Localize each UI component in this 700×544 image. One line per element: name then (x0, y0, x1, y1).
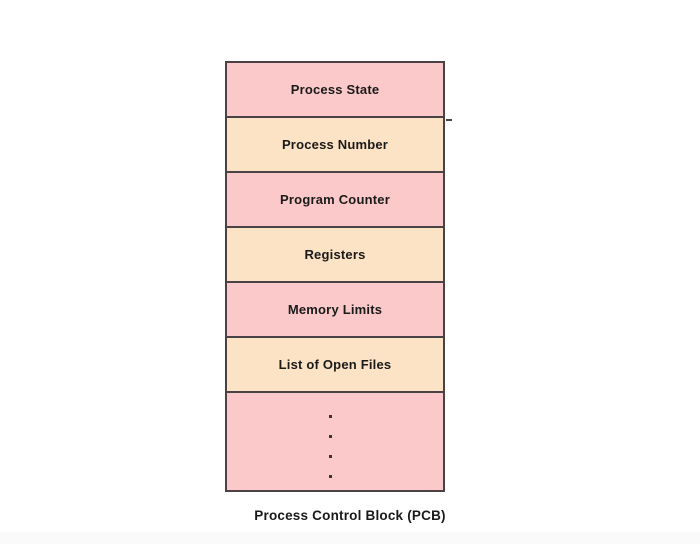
bottom-edge-strip (0, 532, 700, 544)
ellipsis-dot (329, 455, 332, 458)
pcb-row-label: Registers (304, 247, 366, 262)
ellipsis-dot (329, 475, 332, 478)
pcb-row-label: Process State (290, 82, 380, 97)
ellipsis-dot (329, 435, 332, 438)
divider-tick-mark (446, 119, 452, 121)
diagram-caption: Process Control Block (PCB) (254, 508, 446, 523)
pcb-row-label: List of Open Files (278, 357, 392, 372)
ellipsis-dot (329, 415, 332, 418)
pcb-row-list-of-open-files: List of Open Files (227, 338, 443, 393)
pcb-row-label: Process Number (281, 137, 389, 152)
pcb-row-registers: Registers (227, 228, 443, 283)
pcb-row-program-counter: Program Counter (227, 173, 443, 228)
pcb-row-ellipsis (227, 393, 443, 490)
pcb-row-memory-limits: Memory Limits (227, 283, 443, 338)
pcb-row-label: Memory Limits (287, 302, 383, 317)
pcb-row-process-state: Process State (227, 63, 443, 118)
pcb-row-label: Program Counter (280, 192, 390, 207)
process-control-block-table: Process State Process Number Program Cou… (225, 61, 445, 492)
pcb-row-process-number: Process Number (227, 118, 443, 173)
vertical-ellipsis-icon (227, 393, 443, 490)
